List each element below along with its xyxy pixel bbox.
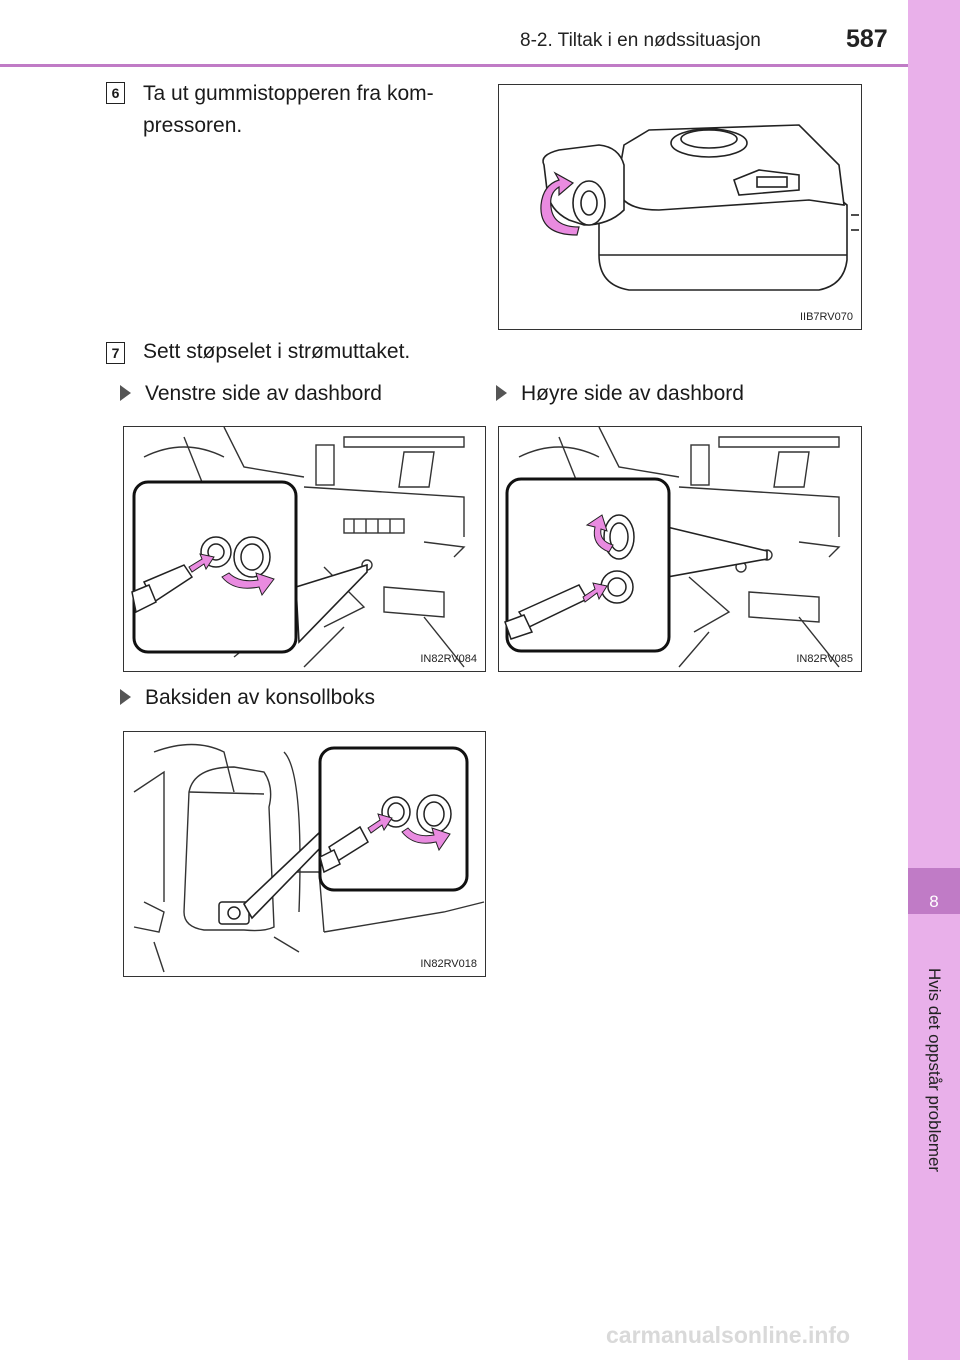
figure-code: IN82RV018 [420, 958, 477, 970]
rotate-arrow-icon [540, 171, 580, 236]
figure-code: IIB7RV070 [799, 311, 853, 323]
figure-compressor: IIB7RV070 [498, 84, 862, 330]
header-divider [0, 64, 908, 67]
figure-console-box: IN82RV018 [123, 731, 486, 977]
compressor-illustration [540, 124, 859, 291]
watermark: carmanualsonline.info [606, 1322, 851, 1348]
step-text-6: Ta ut gummistopperen fra kom-pressoren. [143, 82, 434, 137]
rotate-arrow-icon [585, 514, 614, 553]
figure-code: IN82RV085 [796, 653, 853, 665]
figure-code: IN82RV084 [420, 653, 477, 665]
step-number-6: 6 [106, 82, 125, 104]
chapter-number: 8 [929, 892, 939, 911]
push-arrow-icon [188, 553, 215, 573]
header-section-title: 8-2. Tiltak i en nødssituasjon [520, 30, 761, 51]
step-text-7: Sett støpselet i strømuttaket. [143, 340, 411, 363]
left-dashboard-illustration [131, 427, 466, 668]
subsection-right-dashboard: Høyre side av dashbord [496, 382, 744, 406]
console-box-illustration [133, 743, 485, 973]
subsection-console-box-rear: Baksiden av konsollboks [120, 686, 375, 710]
triangle-bullet-icon [120, 385, 131, 401]
push-arrow-icon [582, 582, 608, 603]
subsection-left-dashboard: Venstre side av dashbord [120, 382, 382, 406]
chapter-side-tab[interactable]: 8 Hvis det oppstår problemer [908, 0, 960, 1360]
step-number-7: 7 [106, 342, 125, 364]
triangle-bullet-icon [120, 689, 131, 705]
chapter-number-band [908, 868, 960, 914]
figure-left-dashboard: IN82RV084 [123, 426, 486, 672]
chapter-title: Hvis det oppstår problemer [925, 968, 944, 1173]
rotate-arrow-icon [221, 572, 275, 597]
figure-right-dashboard: IN82RV085 [498, 426, 862, 672]
push-arrow-icon [367, 813, 393, 834]
rotate-arrow-icon [401, 827, 451, 852]
page-number: 587 [846, 25, 888, 53]
triangle-bullet-icon [496, 385, 507, 401]
right-dashboard-illustration [504, 427, 841, 668]
